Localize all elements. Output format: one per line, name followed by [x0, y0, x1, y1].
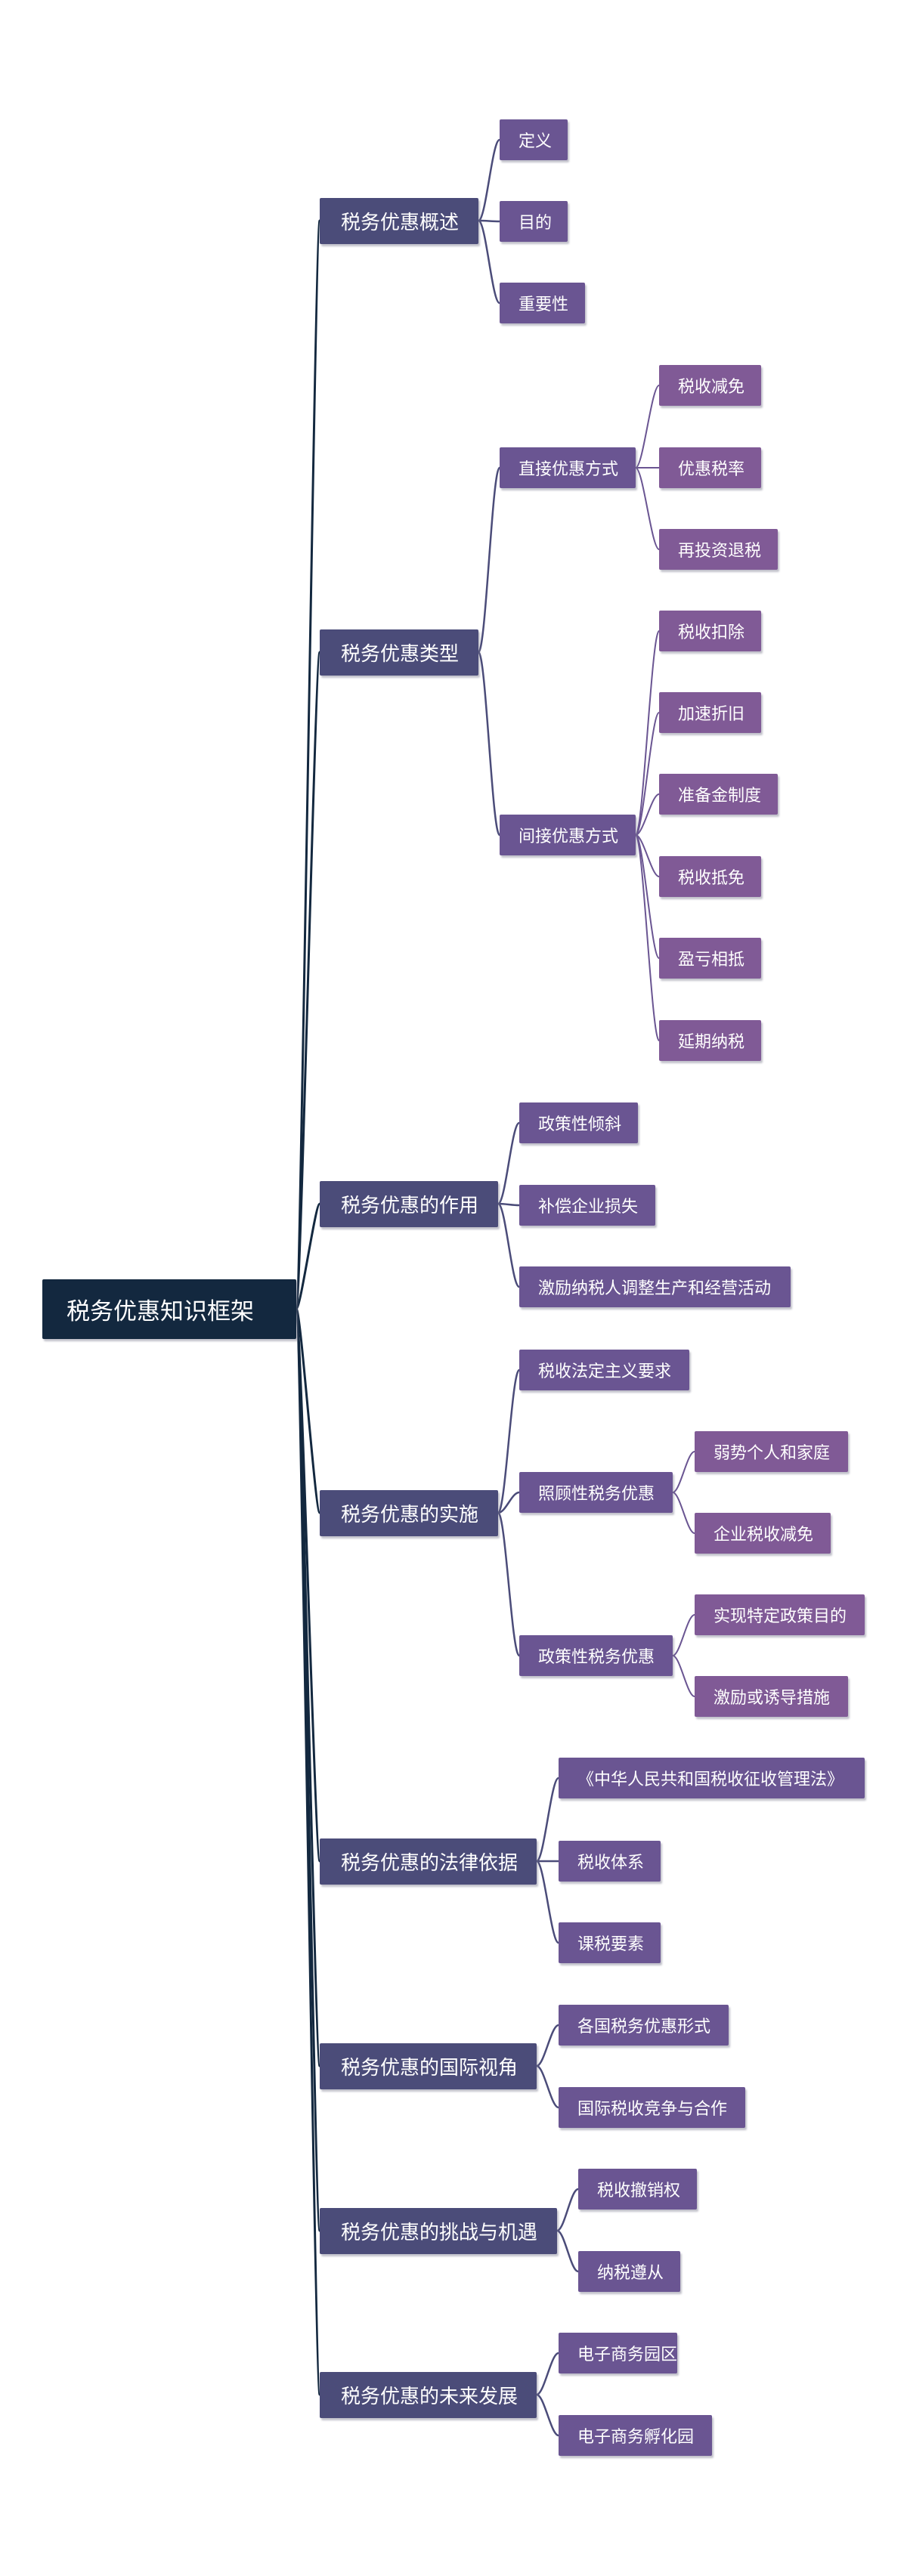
detail-loss-offset[interactable]: 盈亏相抵 — [659, 938, 761, 979]
subtopic-competition[interactable]: 国际税收竞争与合作 — [559, 2087, 745, 2128]
connector-line — [535, 1860, 560, 1944]
connector-line — [672, 1655, 695, 1697]
detail-tax-deduction[interactable]: 税收扣除 — [659, 611, 761, 651]
topic-effects[interactable]: 税务优惠的作用 — [320, 1181, 498, 1227]
subtopic-importance[interactable]: 重要性 — [500, 283, 585, 323]
subtopic-tax-system[interactable]: 税收体系 — [559, 1841, 661, 1882]
detail-accelerated-depreciation[interactable]: 加速折旧 — [659, 692, 761, 733]
topic-international[interactable]: 税务优惠的国际视角 — [320, 2043, 537, 2089]
connector-line — [672, 1492, 695, 1534]
connector-line — [497, 1202, 520, 1207]
subtopic-policy[interactable]: 政策性税务优惠 — [519, 1635, 673, 1676]
connector-line — [497, 1511, 521, 1657]
subtopic-compliance[interactable]: 纳税遵从 — [578, 2251, 680, 2292]
connector-line — [295, 651, 321, 1310]
connector-line — [635, 834, 660, 1041]
subtopic-legality[interactable]: 税收法定主义要求 — [519, 1350, 689, 1390]
connector-line — [536, 2352, 559, 2396]
connector-line — [635, 385, 660, 469]
connector-line — [536, 2393, 559, 2437]
subtopic-tax-elements[interactable]: 课税要素 — [559, 1922, 661, 1963]
connector-line — [556, 2188, 579, 2232]
subtopic-revocation[interactable]: 税收撤销权 — [578, 2169, 697, 2210]
topic-future[interactable]: 税务优惠的未来发展 — [320, 2372, 537, 2418]
connector-line — [536, 2064, 559, 2109]
detail-policy-goal[interactable]: 实现特定政策目的 — [695, 1594, 865, 1635]
subtopic-care[interactable]: 照顾性税务优惠 — [519, 1472, 673, 1513]
connector-line — [497, 1491, 520, 1514]
connector-line — [635, 630, 660, 836]
connector-line — [497, 1202, 521, 1288]
connector-line — [556, 2229, 579, 2273]
subtopic-compensation[interactable]: 补偿企业损失 — [519, 1185, 655, 1226]
connector-line — [635, 834, 660, 877]
detail-enterprise-reduction[interactable]: 企业税收减免 — [695, 1513, 831, 1554]
connector-line — [477, 466, 501, 654]
connector-line — [497, 1368, 521, 1514]
connector-line — [497, 1121, 521, 1205]
topic-challenges[interactable]: 税务优惠的挑战与机遇 — [320, 2208, 557, 2254]
connector-line — [295, 1202, 321, 1310]
connector-line — [477, 138, 501, 222]
connector-line — [635, 467, 660, 550]
subtopic-ecommerce-park[interactable]: 电子商务园区 — [559, 2333, 677, 2373]
connector-line — [295, 219, 321, 1310]
detail-preferential-rate[interactable]: 优惠税率 — [659, 447, 761, 488]
subtopic-indirect[interactable]: 间接优惠方式 — [500, 815, 636, 855]
connector-line — [635, 793, 660, 836]
subtopic-incentive[interactable]: 激励纳税人调整生产和经营活动 — [519, 1266, 791, 1307]
detail-reinvestment-refund[interactable]: 再投资退税 — [659, 529, 778, 570]
detail-tax-deferral[interactable]: 延期纳税 — [659, 1020, 761, 1061]
detail-tax-reduction[interactable]: 税收减免 — [659, 365, 761, 406]
detail-tax-credit[interactable]: 税收抵免 — [659, 856, 761, 897]
connector-line — [635, 712, 660, 836]
detail-reserve-system[interactable]: 准备金制度 — [659, 774, 778, 815]
topic-overview[interactable]: 税务优惠概述 — [320, 198, 478, 244]
subtopic-law[interactable]: 《中华人民共和国税收征收管理法》 — [559, 1758, 865, 1798]
subtopic-ecommerce-incubator[interactable]: 电子商务孵化园 — [559, 2415, 712, 2456]
connector-line — [477, 651, 501, 837]
connector-line — [672, 1614, 695, 1656]
connector-line — [477, 219, 501, 305]
topic-types[interactable]: 税务优惠类型 — [320, 629, 478, 676]
connector-line — [672, 1451, 695, 1493]
subtopic-policy-tilt[interactable]: 政策性倾斜 — [519, 1102, 638, 1143]
detail-incentive-measures[interactable]: 激励或诱导措施 — [695, 1676, 848, 1717]
topic-implementation[interactable]: 税务优惠的实施 — [320, 1490, 498, 1536]
connector-line — [536, 2024, 559, 2067]
topic-legal-basis[interactable]: 税务优惠的法律依据 — [320, 1838, 537, 1885]
subtopic-definition[interactable]: 定义 — [500, 119, 568, 160]
detail-vulnerable[interactable]: 弱势个人和家庭 — [695, 1431, 848, 1472]
subtopic-purpose[interactable]: 目的 — [500, 201, 568, 242]
connector-line — [295, 1307, 321, 2396]
subtopic-forms[interactable]: 各国税务优惠形式 — [559, 2005, 729, 2046]
root-node[interactable]: 税务优惠知识框架 — [42, 1279, 296, 1339]
subtopic-direct[interactable]: 直接优惠方式 — [500, 447, 636, 488]
connector-line — [535, 1777, 560, 1863]
